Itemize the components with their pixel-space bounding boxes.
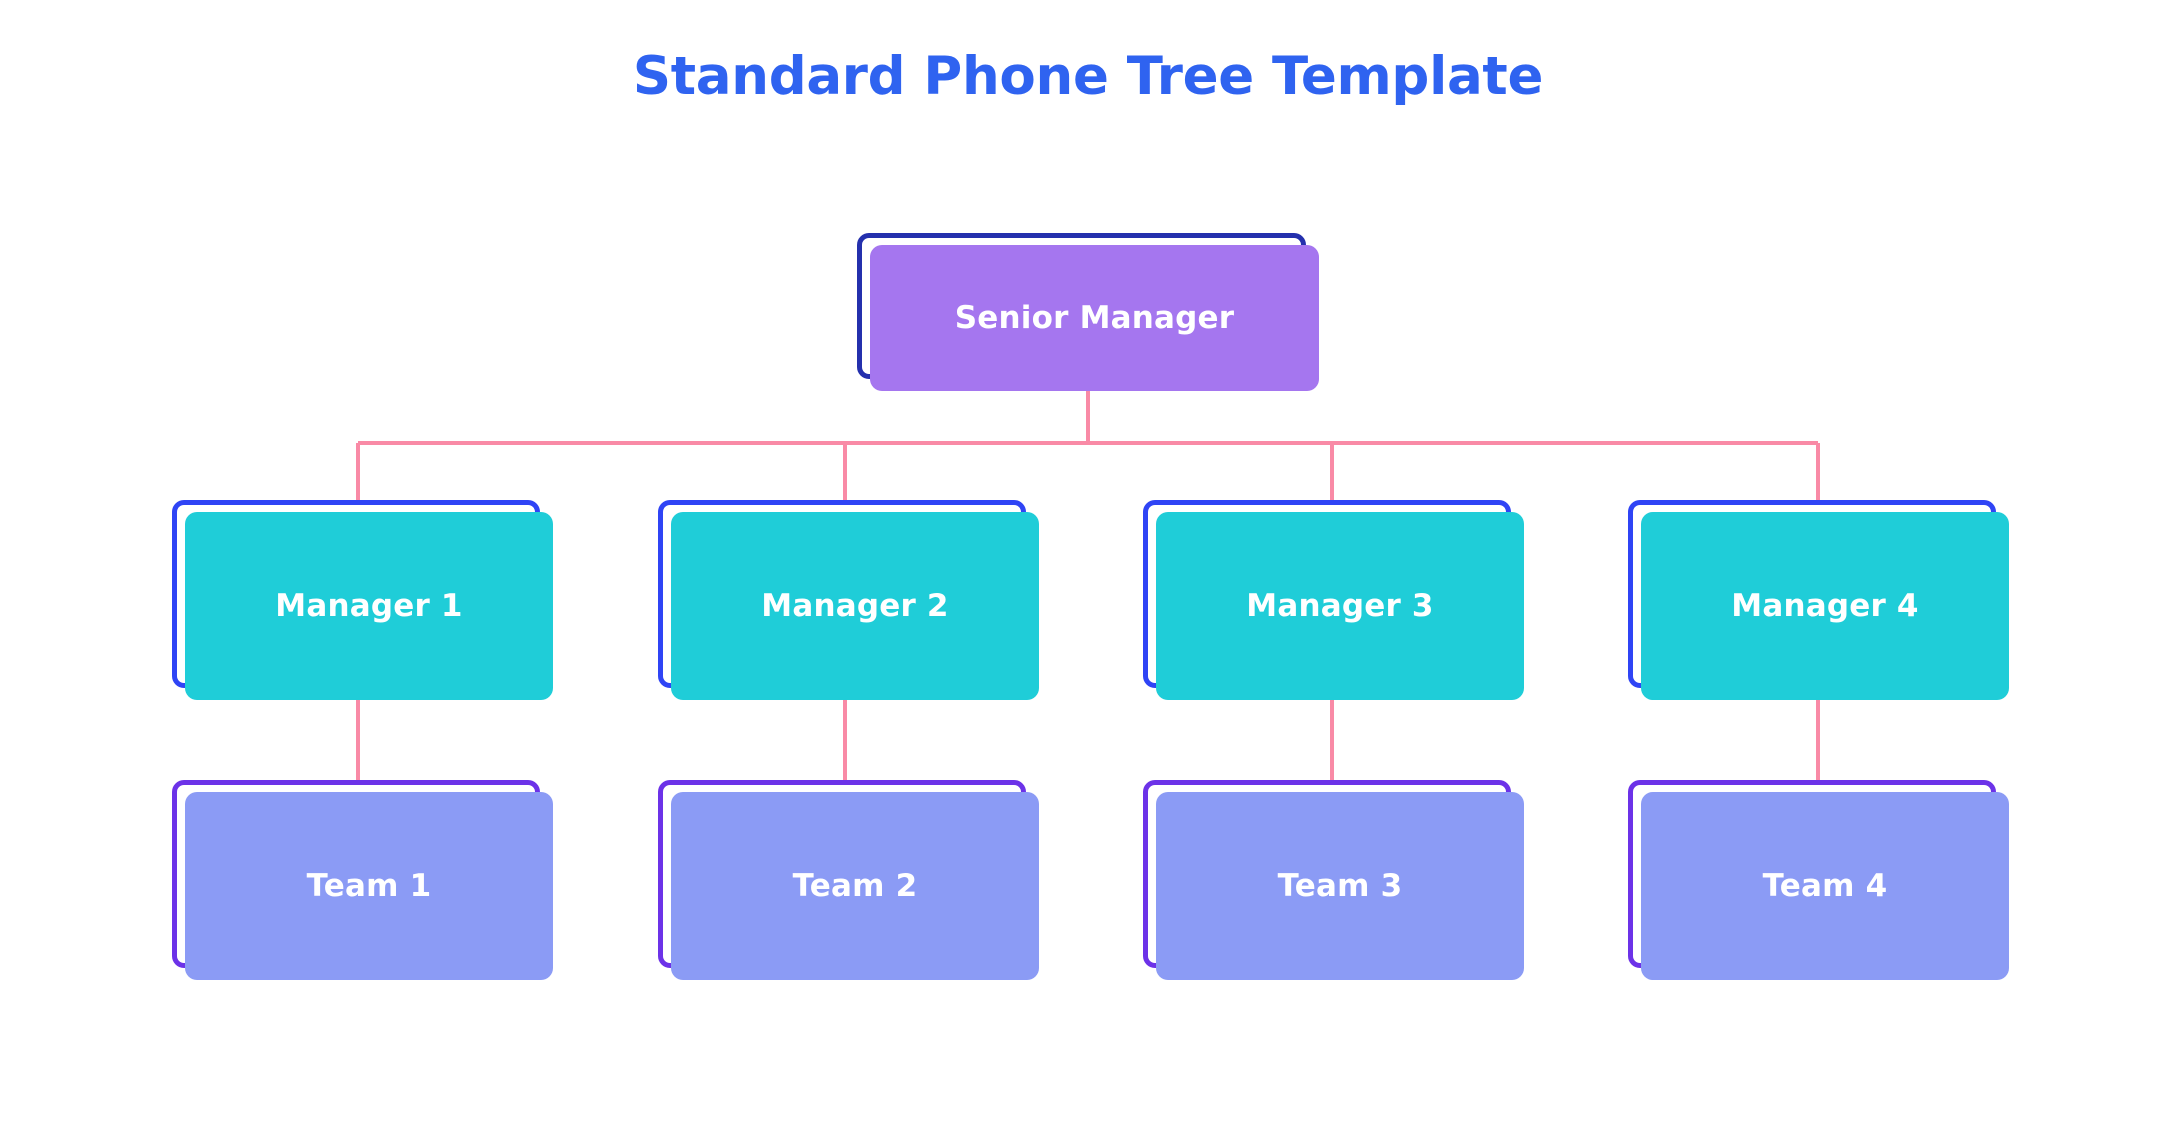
node-manager-1[interactable]: Manager 1 — [172, 500, 553, 700]
node-team-4-label: Team 4 — [1762, 868, 1888, 904]
node-team-3-fill: Team 3 — [1156, 792, 1524, 980]
node-manager-3-label: Manager 3 — [1246, 588, 1434, 624]
node-team-2-label: Team 2 — [792, 868, 918, 904]
node-manager-2-fill: Manager 2 — [671, 512, 1039, 700]
node-manager-4-label: Manager 4 — [1731, 588, 1919, 624]
node-team-1-label: Team 1 — [306, 868, 432, 904]
node-senior-manager-label: Senior Manager — [954, 300, 1235, 336]
node-team-3-label: Team 3 — [1277, 868, 1403, 904]
node-team-3[interactable]: Team 3 — [1143, 780, 1524, 980]
node-team-4[interactable]: Team 4 — [1628, 780, 2009, 980]
node-team-2-fill: Team 2 — [671, 792, 1039, 980]
node-manager-3[interactable]: Manager 3 — [1143, 500, 1524, 700]
node-manager-3-fill: Manager 3 — [1156, 512, 1524, 700]
node-manager-2[interactable]: Manager 2 — [658, 500, 1039, 700]
page-title: Standard Phone Tree Template — [632, 46, 1544, 107]
node-team-4-fill: Team 4 — [1641, 792, 2009, 980]
node-manager-1-label: Manager 1 — [275, 588, 463, 624]
node-team-1[interactable]: Team 1 — [172, 780, 553, 980]
node-team-2[interactable]: Team 2 — [658, 780, 1039, 980]
node-team-1-fill: Team 1 — [185, 792, 553, 980]
node-manager-4-fill: Manager 4 — [1641, 512, 2009, 700]
node-manager-2-label: Manager 2 — [761, 588, 949, 624]
node-senior-manager[interactable]: Senior Manager — [857, 233, 1319, 391]
node-manager-1-fill: Manager 1 — [185, 512, 553, 700]
node-senior-manager-fill: Senior Manager — [870, 245, 1319, 391]
node-manager-4[interactable]: Manager 4 — [1628, 500, 2009, 700]
